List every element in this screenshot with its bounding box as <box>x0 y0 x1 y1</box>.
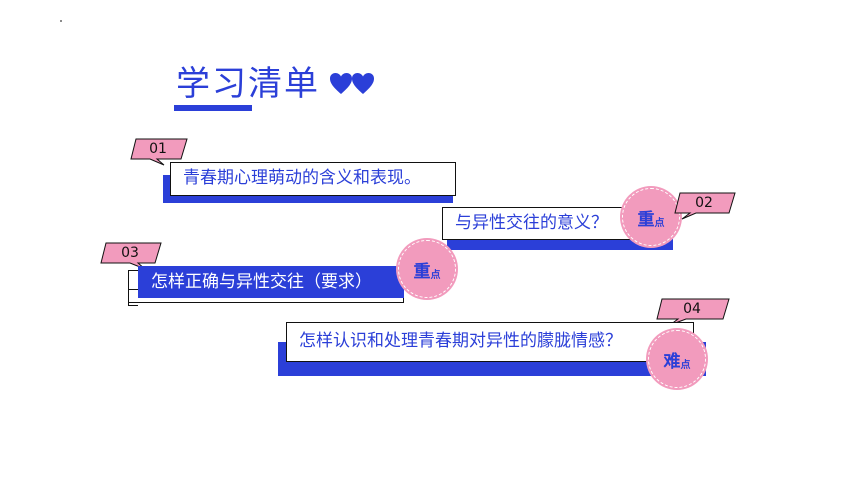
badge-03-sub: 点 <box>430 269 441 281</box>
tag-01-number: 01 <box>149 141 167 157</box>
tag-02-number: 02 <box>695 195 713 211</box>
badge-02: 重 点 <box>622 188 680 246</box>
item-03-box: 怎样正确与异性交往（要求） <box>138 266 404 298</box>
tag-03-number: 03 <box>121 245 139 261</box>
badge-04-sub: 点 <box>680 359 691 371</box>
tag-02-shape <box>674 192 736 220</box>
decor-dot <box>60 20 62 22</box>
tag-02: 02 <box>674 192 736 220</box>
tag-01-shape <box>130 138 188 166</box>
tag-04-number: 04 <box>683 301 701 317</box>
hearts-icon <box>330 73 374 94</box>
tag-03: 03 <box>100 242 162 270</box>
badge-04-main: 难 <box>663 351 681 372</box>
title-underline <box>174 105 252 111</box>
tag-01: 01 <box>130 138 188 166</box>
badge-04: 难 点 <box>648 330 706 388</box>
tag-04: 04 <box>656 298 730 326</box>
badge-03: 重 点 <box>398 240 456 298</box>
item-01-box: 青春期心理萌动的含义和表现。 <box>170 162 456 196</box>
item-03-text: 怎样正确与异性交往（要求） <box>151 272 372 292</box>
item-01-text: 青春期心理萌动的含义和表现。 <box>183 168 421 188</box>
badge-02-sub: 点 <box>654 217 665 229</box>
item-03-frame <box>128 270 138 306</box>
badge-03-main: 重 <box>413 261 431 282</box>
item-04-text: 怎样认识和处理青春期对异性的朦胧情感？ <box>299 331 622 351</box>
badge-02-main: 重 <box>637 209 655 230</box>
item-04-box: 怎样认识和处理青春期对异性的朦胧情感？ <box>286 322 694 362</box>
item-02-text: 与异性交往的意义？ <box>455 213 608 233</box>
page-title: 学习清单 <box>176 64 320 104</box>
